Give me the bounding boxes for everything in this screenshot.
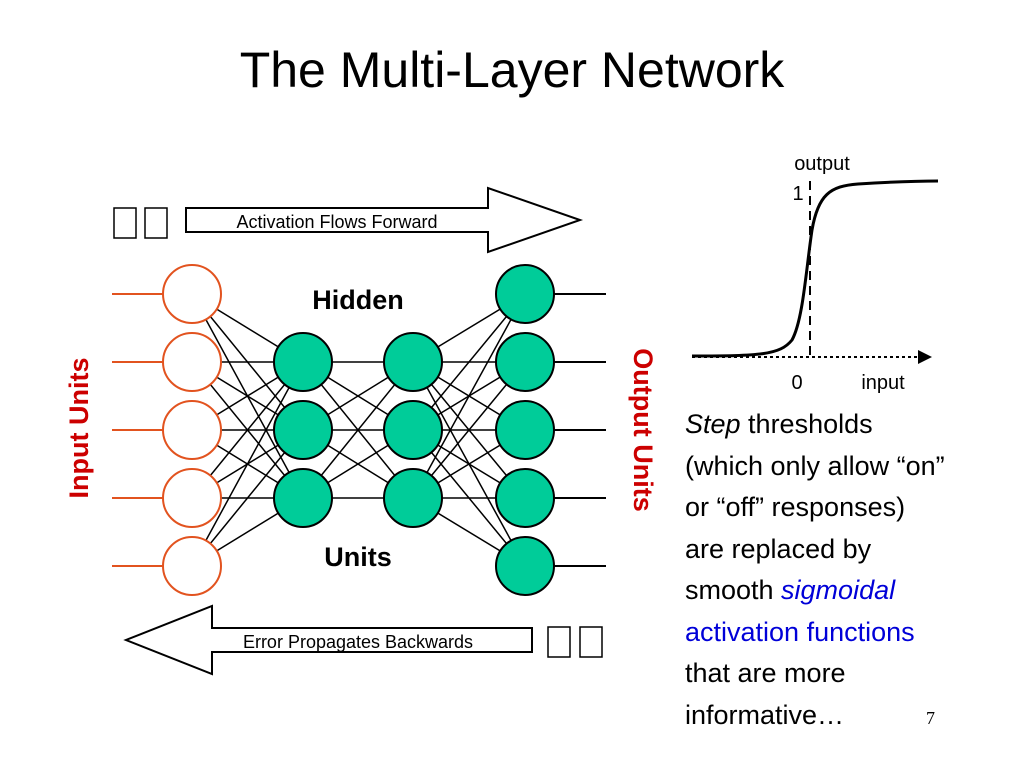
output-node	[495, 264, 555, 324]
output-node	[495, 332, 555, 392]
page-number: 7	[926, 708, 935, 728]
placeholder-glyph-icon	[113, 207, 137, 239]
description-line: informative…	[685, 699, 845, 730]
y-axis-label: output	[794, 153, 850, 175]
input-node	[162, 536, 222, 596]
description-line: smooth sigmoidal	[685, 575, 896, 605]
x-axis-label: input	[861, 372, 905, 394]
input-node	[162, 468, 222, 528]
description-line: Step thresholds	[685, 409, 873, 439]
forward-label: Activation Flows Forward	[236, 212, 437, 232]
y-tick-label: 1	[792, 183, 803, 205]
x-tick-label: 0	[791, 372, 802, 394]
output-node	[495, 400, 555, 460]
slide-title: The Multi-Layer Network	[239, 42, 785, 98]
description-line: that are more	[685, 658, 846, 688]
output-units-label: Output Units	[628, 348, 658, 511]
hidden-node	[273, 400, 333, 460]
x-axis-arrow-icon	[918, 350, 932, 364]
output-leads	[554, 293, 606, 567]
input-node	[162, 264, 222, 324]
backward-label: Error Propagates Backwards	[243, 632, 473, 652]
placeholder-glyph-icon	[144, 207, 168, 239]
input-units-label: Input Units	[64, 358, 94, 499]
units-label: Units	[324, 542, 392, 572]
description-line: activation functions	[685, 616, 915, 647]
input-node	[162, 332, 222, 392]
description-line: are replaced by	[685, 533, 872, 564]
sigmoid-curve	[691, 179, 939, 358]
description-line: or “off” responses)	[685, 492, 906, 522]
hidden-node	[273, 332, 333, 392]
sigmoid-graph: output 1 0 input	[691, 153, 939, 394]
hidden-node	[383, 468, 443, 528]
description-line: (which only allow “on”	[685, 450, 945, 481]
forward-arrow: Activation Flows Forward	[185, 186, 584, 254]
placeholder-glyph-icon	[547, 626, 571, 658]
hidden-node	[383, 400, 443, 460]
hidden-node	[383, 332, 443, 392]
hidden-label: Hidden	[312, 285, 404, 315]
hidden-node	[273, 468, 333, 528]
output-node	[495, 536, 555, 596]
input-leads	[112, 293, 163, 567]
output-node	[495, 468, 555, 528]
backward-arrow: Error Propagates Backwards	[123, 604, 533, 676]
description-text: Step thresholds (which only allow “on” o…	[685, 404, 1024, 736]
input-node	[162, 400, 222, 460]
placeholder-glyph-icon	[579, 626, 603, 658]
